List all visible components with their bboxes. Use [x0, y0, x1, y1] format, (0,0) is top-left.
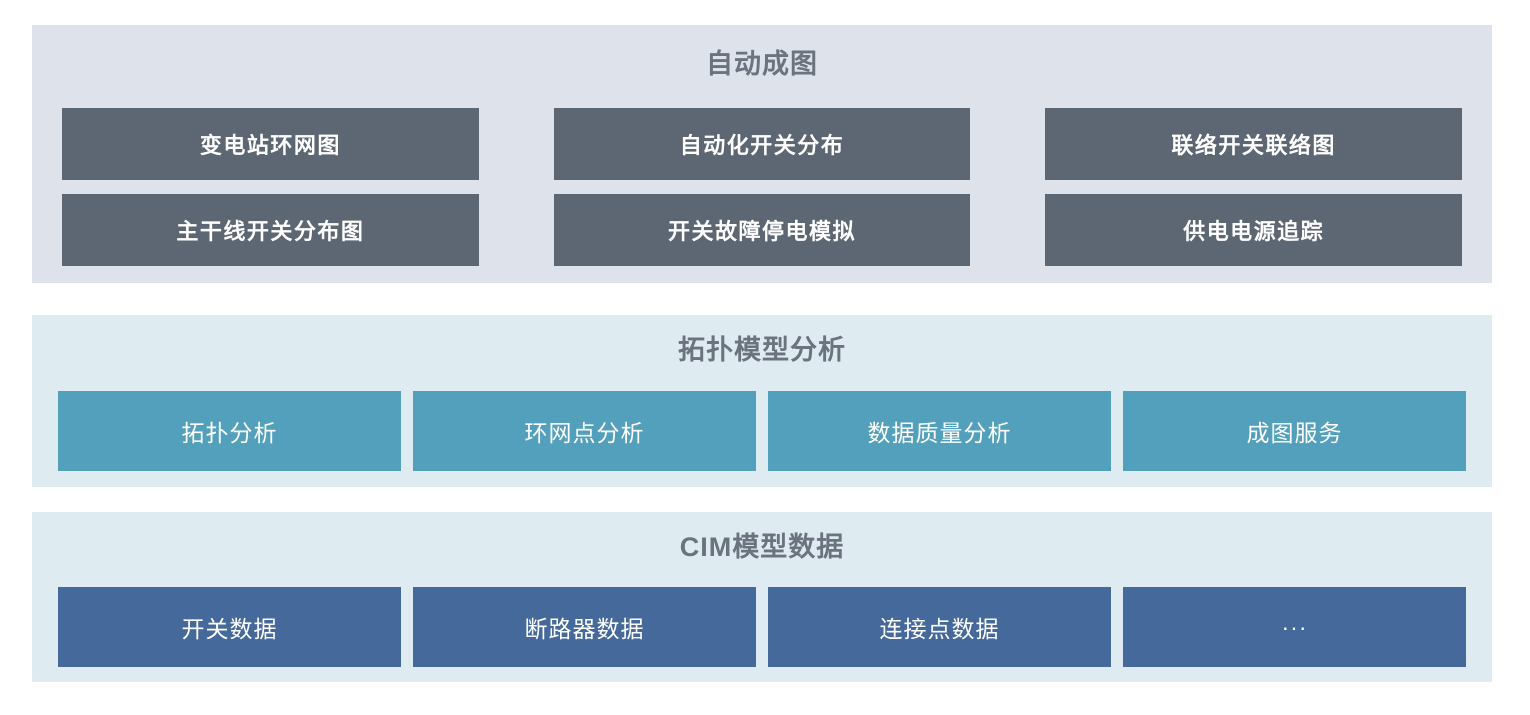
section-cim-title: CIM模型数据	[679, 532, 845, 562]
section-cim-row-1: 开关数据 断路器数据 连接点数据 ···	[32, 587, 1492, 667]
section-topology: 拓扑模型分析 拓扑分析 环网点分析 数据质量分析 成图服务	[32, 315, 1492, 487]
tile-more-data[interactable]: ···	[1123, 587, 1466, 667]
section-automap: 自动成图 变电站环网图 自动化开关分布 联络开关联络图 主干线开关分布图 开关故…	[32, 25, 1492, 283]
tile-ring-network-point-analysis[interactable]: 环网点分析	[413, 391, 756, 471]
tile-trunk-line-switch-distribution-diagram[interactable]: 主干线开关分布图	[62, 194, 479, 266]
tile-mapping-service[interactable]: 成图服务	[1123, 391, 1466, 471]
section-automap-row-2: 主干线开关分布图 开关故障停电模拟 供电电源追踪	[32, 194, 1492, 266]
tile-circuit-breaker-data[interactable]: 断路器数据	[413, 587, 756, 667]
section-automap-row-1: 变电站环网图 自动化开关分布 联络开关联络图	[32, 108, 1492, 180]
tile-connectivity-node-data[interactable]: 连接点数据	[768, 587, 1111, 667]
tile-substation-ring-network-diagram[interactable]: 变电站环网图	[62, 108, 479, 180]
tile-automation-switch-distribution[interactable]: 自动化开关分布	[553, 108, 971, 180]
section-topology-title: 拓扑模型分析	[678, 335, 846, 365]
section-automap-title: 自动成图	[706, 49, 818, 79]
section-topology-row-1: 拓扑分析 环网点分析 数据质量分析 成图服务	[32, 391, 1492, 471]
tile-switch-data[interactable]: 开关数据	[58, 587, 401, 667]
tile-switch-fault-outage-simulation[interactable]: 开关故障停电模拟	[553, 194, 971, 266]
tile-tie-switch-connection-diagram[interactable]: 联络开关联络图	[1045, 108, 1463, 180]
section-cim: CIM模型数据 开关数据 断路器数据 连接点数据 ···	[32, 512, 1492, 682]
tile-data-quality-analysis[interactable]: 数据质量分析	[768, 391, 1111, 471]
tile-power-supply-source-tracing[interactable]: 供电电源追踪	[1045, 194, 1463, 266]
tile-topology-analysis[interactable]: 拓扑分析	[58, 391, 401, 471]
